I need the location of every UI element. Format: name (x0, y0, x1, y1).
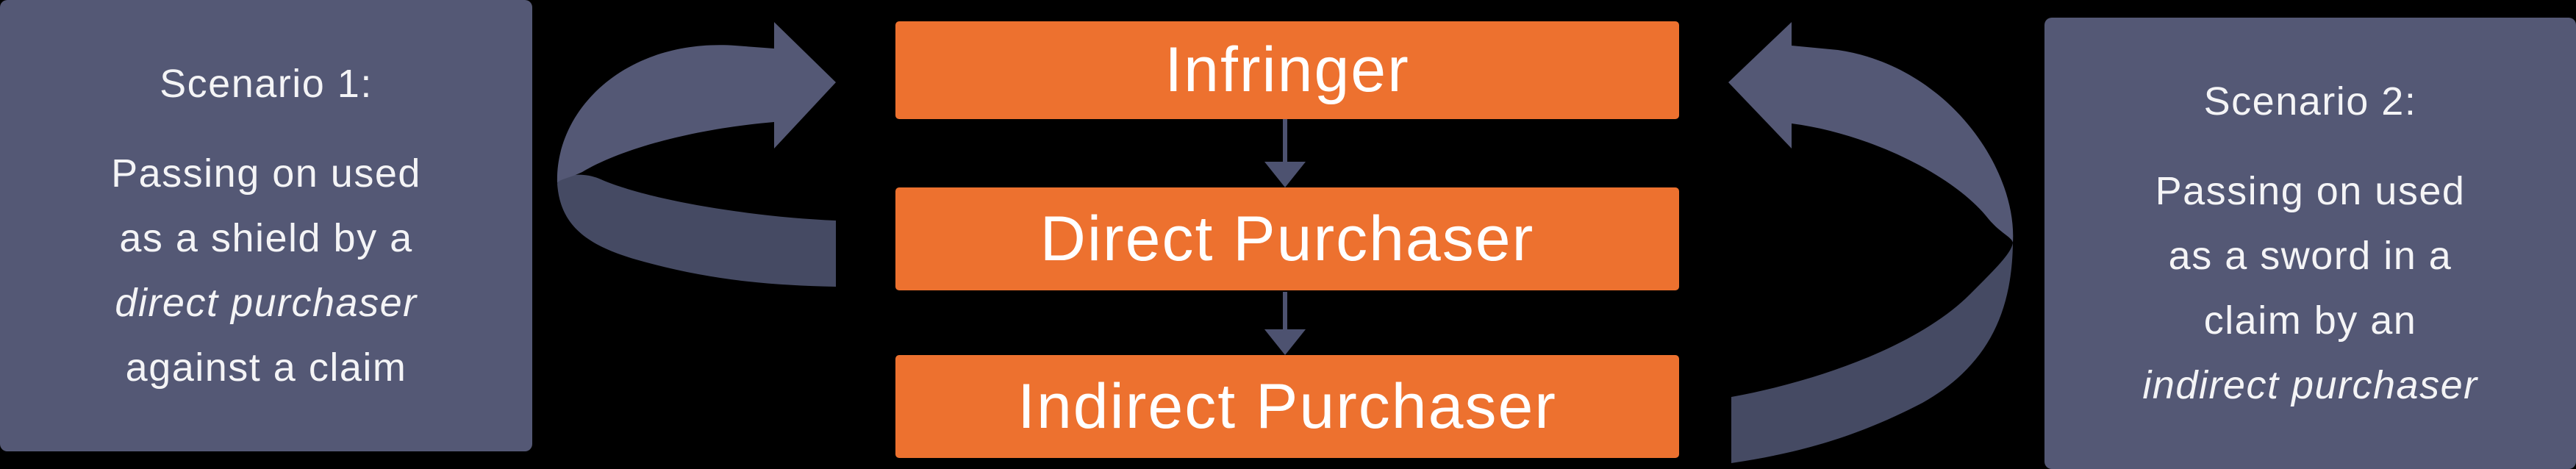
scenario2-line: Passing on used (2155, 169, 2466, 213)
scenario1-line-emphasis: direct purchaser (115, 281, 418, 325)
scenario1-title: Scenario 1: (160, 62, 373, 106)
arrow-down-icon (1264, 119, 1306, 187)
chain-box-direct-purchaser: Direct Purchaser (895, 187, 1679, 290)
chain-box-indirect-purchaser-label: Indirect Purchaser (1017, 370, 1557, 442)
arrow-down-icon (1264, 292, 1306, 355)
scenario2-line-emphasis: indirect purchaser (2142, 363, 2478, 407)
curved-ribbon-arrow-left-icon (1728, 22, 2014, 463)
scenario2-title: Scenario 2: (2203, 79, 2417, 123)
scenario1-panel: Scenario 1: Passing on used as a shield … (0, 0, 532, 451)
scenario2-panel: Scenario 2: Passing on used as a sword i… (2044, 18, 2576, 469)
curved-ribbon-arrow-right-icon (557, 22, 836, 287)
chain-box-direct-purchaser-label: Direct Purchaser (1040, 203, 1535, 274)
scenario1-line: against a claim (125, 346, 407, 390)
chain-box-infringer-label: Infringer (1164, 35, 1410, 105)
scenario2-line: claim by an (2203, 298, 2417, 343)
scenario1-line: as a shield by a (119, 216, 413, 260)
scenario2-line: as a sword in a (2168, 234, 2452, 278)
chain-box-indirect-purchaser: Indirect Purchaser (895, 355, 1679, 458)
chain-box-infringer: Infringer (895, 21, 1679, 119)
scenario1-line: Passing on used (111, 151, 421, 196)
